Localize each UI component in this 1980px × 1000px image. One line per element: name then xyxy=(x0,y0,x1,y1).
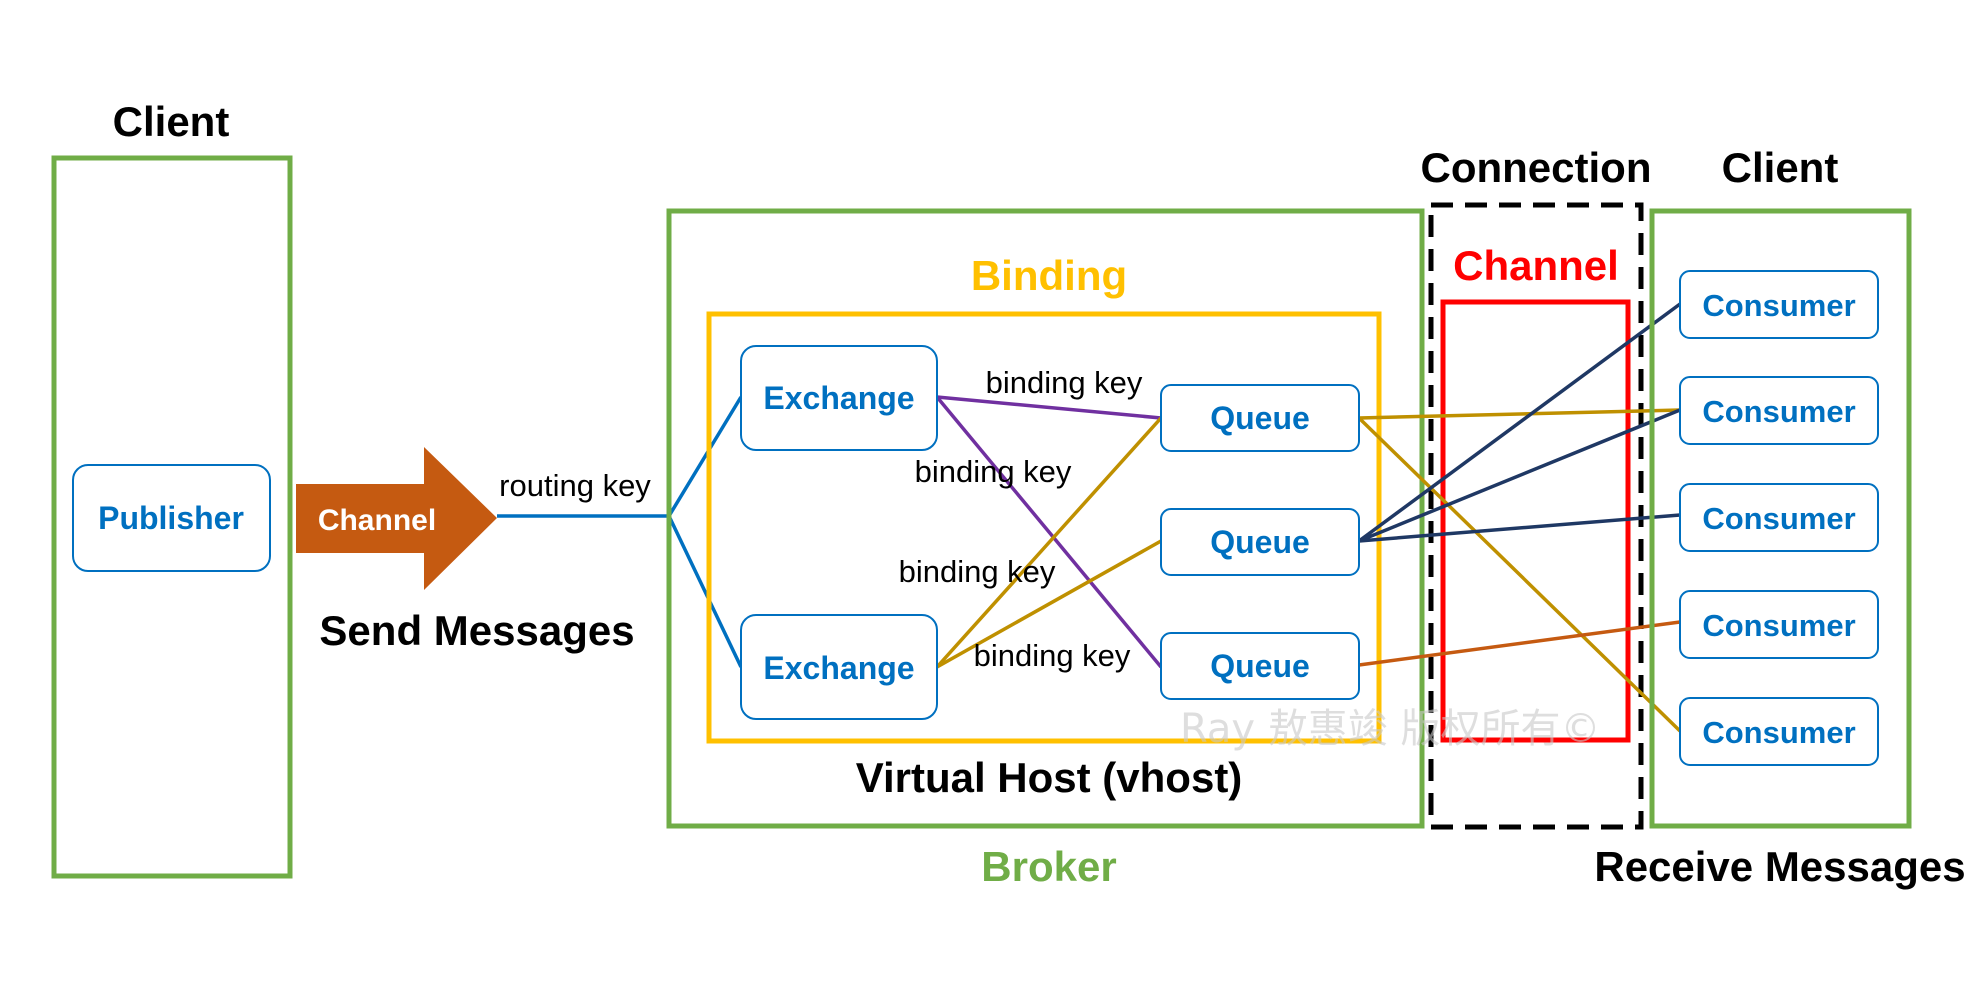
binding-link-e2-q1 xyxy=(935,416,1163,669)
delivery-link-q2-c2 xyxy=(1358,408,1681,543)
binding-link-e1-q1 xyxy=(936,395,1162,420)
binding-links xyxy=(935,395,1163,669)
consumer-node-2-label: Consumer xyxy=(1702,394,1855,429)
consumer-node-3[interactable]: Consumer xyxy=(1679,483,1879,552)
routing-links xyxy=(497,396,743,668)
receive-messages-label: Receive Messages xyxy=(1594,843,1965,890)
queue-node-2-box xyxy=(1160,508,1360,576)
consumer-node-4[interactable]: Consumer xyxy=(1679,590,1879,659)
delivery-link-q3-c4 xyxy=(1358,620,1681,667)
exchange-node-2-box xyxy=(740,614,938,720)
routing-fork-bottom xyxy=(667,515,743,668)
consumer-node-5-box xyxy=(1679,697,1879,766)
consumer-node-4-label: Consumer xyxy=(1702,608,1855,643)
send-messages-label: Send Messages xyxy=(319,607,634,654)
queue-node-1[interactable]: Queue xyxy=(1160,384,1360,452)
copyright-watermark: Ray 敖惠竣 版权所有© xyxy=(1180,706,1601,752)
binding-key-label-1: binding key xyxy=(986,365,1143,400)
channel-arrow-shape xyxy=(296,447,497,590)
queue-node-3-box xyxy=(1160,632,1360,700)
queue-node-1-label: Queue xyxy=(1210,400,1310,436)
publisher-node[interactable]: Publisher xyxy=(72,464,271,572)
publisher-client-title: Client xyxy=(113,98,230,145)
consumer-node-1[interactable]: Consumer xyxy=(1679,270,1879,339)
broker-box xyxy=(666,208,1425,829)
exchange-node-1[interactable]: Exchange xyxy=(740,345,938,451)
queue-node-3-label: Queue xyxy=(1210,648,1310,684)
binding-key-label-4: binding key xyxy=(974,638,1131,673)
publisher-client-box xyxy=(51,155,293,879)
delivery-link-q1-c5 xyxy=(1357,416,1682,733)
delivery-link-q2-c3 xyxy=(1358,513,1681,543)
consumer-node-3-label: Consumer xyxy=(1702,501,1855,536)
consumer-node-5[interactable]: Consumer xyxy=(1679,697,1879,766)
consumer-node-2[interactable]: Consumer xyxy=(1679,376,1879,445)
binding-link-e2-q2 xyxy=(936,539,1162,669)
delivery-links xyxy=(1357,302,1682,733)
binding-key-label-3: binding key xyxy=(899,554,1056,589)
connection-channel-box xyxy=(1440,299,1631,743)
broker-label: Broker xyxy=(981,843,1116,890)
publisher-node-label: Publisher xyxy=(98,500,244,536)
exchange-node-1-label: Exchange xyxy=(763,380,914,416)
exchange-node-2-label: Exchange xyxy=(763,650,914,686)
vhost-label: Virtual Host (vhost) xyxy=(856,754,1243,801)
exchange-node-1-box xyxy=(740,345,938,451)
consumer-client-title: Client xyxy=(1722,144,1839,191)
consumer-node-4-box xyxy=(1679,590,1879,659)
queue-node-3[interactable]: Queue xyxy=(1160,632,1360,700)
channel-arrow-label: Channel xyxy=(318,504,436,537)
delivery-link-q2-c1 xyxy=(1357,302,1682,543)
routing-key-label: routing key xyxy=(499,468,651,503)
consumer-node-1-box xyxy=(1679,270,1879,339)
routing-fork-top xyxy=(667,396,743,517)
binding-key-label-2: binding key xyxy=(915,454,1072,489)
consumer-node-3-box xyxy=(1679,483,1879,552)
consumer-node-1-label: Consumer xyxy=(1702,288,1855,323)
connection-channel-label: Channel xyxy=(1453,242,1619,289)
queue-node-2[interactable]: Queue xyxy=(1160,508,1360,576)
publish-channel-arrow: Channel xyxy=(296,447,497,590)
binding-title: Binding xyxy=(971,252,1127,299)
binding-link-e1-q3 xyxy=(935,395,1163,669)
delivery-link-q1-c2 xyxy=(1358,408,1681,420)
queue-node-1-box xyxy=(1160,384,1360,452)
exchange-node-2[interactable]: Exchange xyxy=(740,614,938,720)
connection-label: Connection xyxy=(1421,144,1652,191)
publisher-node-box xyxy=(72,464,271,572)
consumer-node-5-label: Consumer xyxy=(1702,715,1855,750)
consumer-node-2-box xyxy=(1679,376,1879,445)
connection-box xyxy=(1428,202,1644,830)
consumer-client-box xyxy=(1649,208,1912,829)
queue-node-2-label: Queue xyxy=(1210,524,1310,560)
